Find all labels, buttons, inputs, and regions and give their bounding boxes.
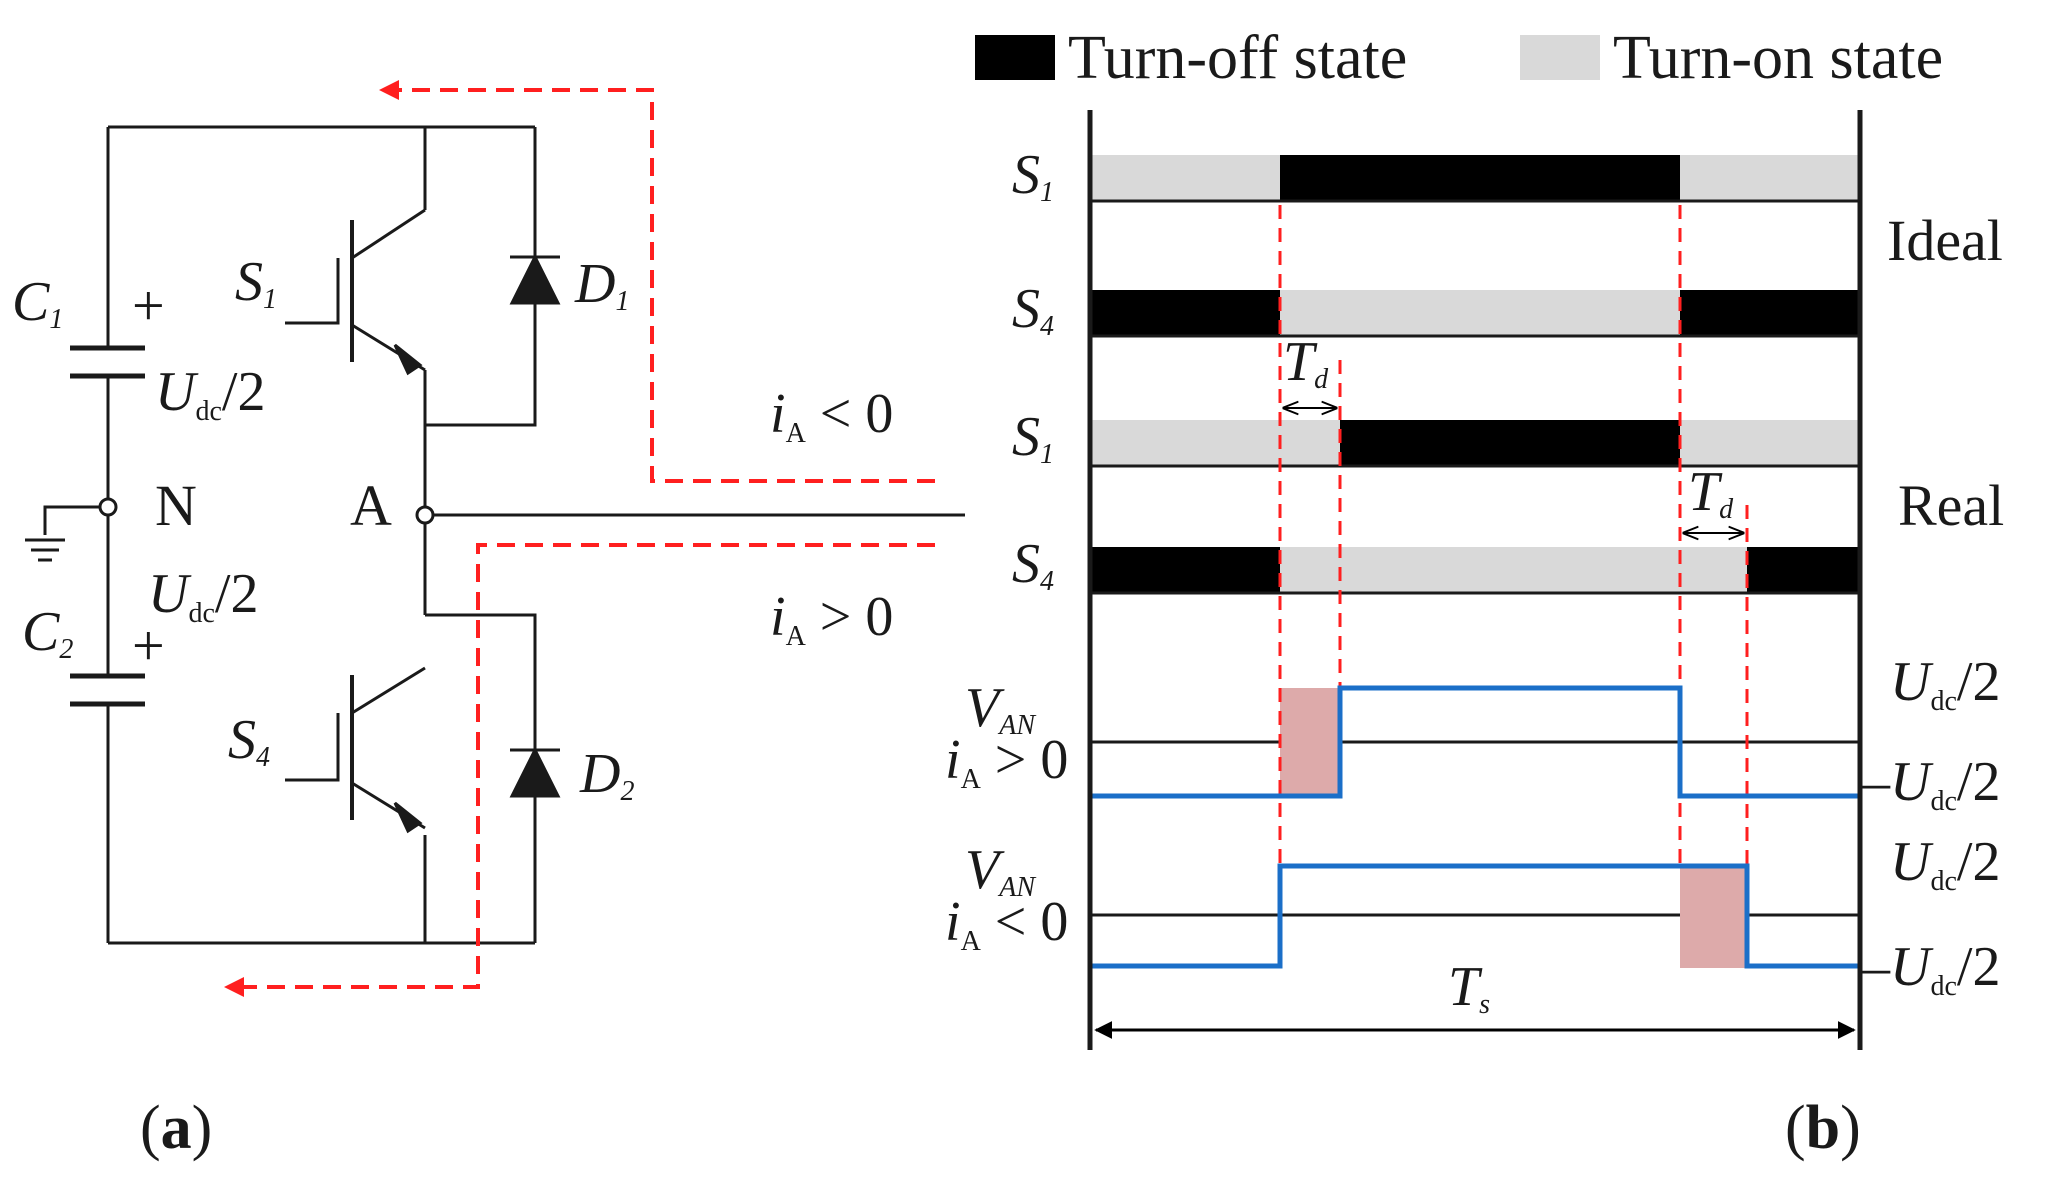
d1-label: D1 — [574, 253, 629, 317]
ideal-group-label: Ideal — [1887, 208, 2003, 273]
deadtime-error-area-negative — [1680, 866, 1747, 968]
current-path-negative — [379, 80, 935, 483]
c1-plus: + — [132, 273, 165, 338]
legend-off-label: Turn-off state — [1068, 24, 1407, 92]
udc-high-label-2: Udc/2 — [1890, 831, 2000, 897]
s4-ideal-label: S4 — [1012, 278, 1054, 342]
igbt-s1-symbol — [285, 208, 426, 376]
capacitor-c1-plates — [70, 345, 145, 379]
ia-positive-label: iA > 0 — [770, 586, 893, 652]
node-n-label: N — [155, 473, 197, 538]
gating-bars — [1090, 155, 1860, 593]
s1-label: S1 — [235, 251, 277, 315]
ground-symbol — [25, 505, 108, 562]
van-waveform-negative-current — [1090, 863, 1860, 969]
ia-positive-timing-label: iA > 0 — [945, 729, 1068, 795]
c1-voltage-label: Udc/2 — [155, 361, 265, 427]
node-n-dot — [98, 497, 118, 517]
c2-plus: + — [132, 613, 165, 678]
capacitor-c2-plates — [70, 673, 145, 707]
ts-label: Ts — [1448, 956, 1490, 1020]
diode-d1-branch — [425, 127, 537, 427]
udc-low-label-1: –Udc/2 — [1861, 751, 2000, 817]
s1-ideal-label: S1 — [1012, 144, 1054, 208]
udc-high-label-1: Udc/2 — [1890, 651, 2000, 717]
van-label-positive: VAN — [965, 677, 1036, 741]
real-group-label: Real — [1898, 473, 2004, 538]
igbt-s4-symbol — [285, 666, 426, 834]
c2-label: C2 — [22, 601, 73, 665]
panel-b-label: (b) — [1785, 1094, 1861, 1162]
current-path-positive — [224, 543, 935, 997]
circuit-diagram — [25, 125, 965, 945]
node-a-label: A — [350, 473, 392, 538]
s1-real-label: S1 — [1012, 406, 1054, 470]
d2-label: D2 — [579, 743, 634, 807]
c1-label: C1 — [12, 271, 63, 335]
legend-on-swatch — [1520, 35, 1600, 80]
row-baselines — [1090, 199, 1860, 917]
node-a-dot — [415, 505, 435, 525]
deadtime-error-area-positive — [1280, 688, 1340, 796]
panel-a-label: (a) — [140, 1094, 212, 1162]
legend-off-swatch — [975, 35, 1055, 80]
td-label-s4: Td — [1688, 461, 1734, 525]
diode-d2-symbol — [509, 746, 561, 798]
td-label-s1: Td — [1283, 331, 1329, 395]
van-waveform-positive-current — [1090, 685, 1860, 799]
c2-voltage-label: Udc/2 — [148, 563, 258, 629]
udc-low-label-2: –Udc/2 — [1861, 936, 2000, 1002]
s4-real-label: S4 — [1012, 533, 1054, 597]
ia-negative-label: iA < 0 — [770, 383, 893, 449]
diode-d2-branch — [425, 613, 537, 943]
ia-negative-timing-label: iA < 0 — [945, 891, 1068, 957]
diode-d1-symbol — [509, 253, 561, 305]
s4-label: S4 — [228, 709, 270, 773]
van-label-negative: VAN — [965, 839, 1036, 903]
switching-instant-guides — [1278, 205, 1749, 966]
legend-on-label: Turn-on state — [1613, 24, 1943, 92]
